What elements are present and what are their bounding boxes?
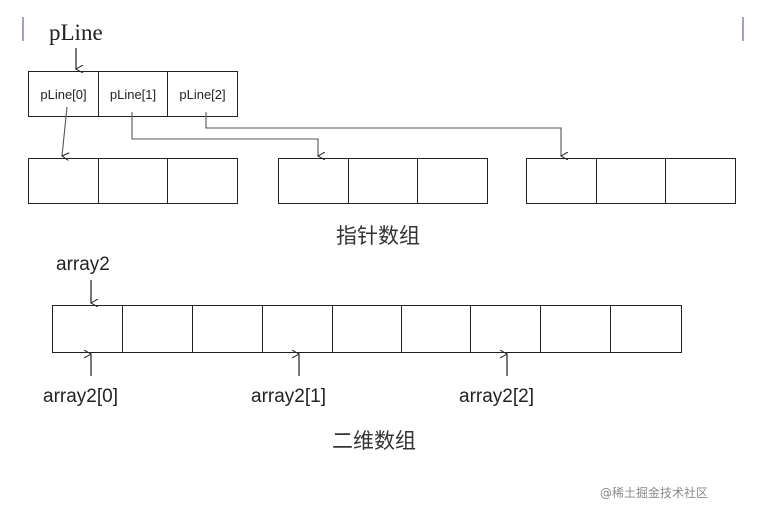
row-cell (279, 159, 349, 203)
two-d-array-box (52, 305, 682, 353)
pointer-element-label: pLine[1] (109, 86, 157, 102)
row-array-0 (28, 158, 238, 204)
pointer-2-arrow (205, 112, 561, 156)
two-d-cell (471, 306, 541, 352)
two-d-cell (333, 306, 402, 352)
two-d-cell (541, 306, 611, 352)
pointer-element-label: pLine[0] (40, 86, 87, 102)
two-d-index-label-2: array2[2] (459, 386, 534, 407)
row-cell (29, 159, 99, 203)
row-array-2 (526, 158, 736, 204)
watermark: @稀土掘金技术社区 (600, 486, 709, 500)
row-cell (527, 159, 597, 203)
two-d-cell (53, 306, 123, 352)
pointer-element-0: pLine[0] (29, 72, 99, 116)
pointer-1-arrow (131, 112, 318, 156)
two-d-cell (402, 306, 471, 352)
two-d-index-label-0: array2[0] (43, 386, 118, 407)
pointer-element-1: pLine[1] (99, 72, 168, 116)
pointer-element-2: pLine[2] (168, 72, 237, 116)
pointer-array-caption: 指针数组 (336, 224, 420, 248)
pointer-0-arrow (62, 106, 67, 156)
two-d-array-caption: 二维数组 (332, 429, 416, 453)
row-cell (349, 159, 418, 203)
two-d-cell (123, 306, 193, 352)
row-array-1 (278, 158, 488, 204)
right-edge-mark (742, 17, 744, 41)
left-edge-mark (22, 17, 24, 41)
pointer-array-name: pLine (49, 20, 103, 45)
two-d-cell (193, 306, 263, 352)
two-d-cell (263, 306, 333, 352)
two-d-index-label-1: array2[1] (251, 386, 326, 407)
row-cell (99, 159, 168, 203)
pointer-array-box: pLine[0] pLine[1] pLine[2] (28, 71, 238, 117)
pointer-element-label: pLine[2] (179, 86, 226, 102)
two-d-array-name: array2 (56, 254, 110, 275)
row-cell (597, 159, 666, 203)
